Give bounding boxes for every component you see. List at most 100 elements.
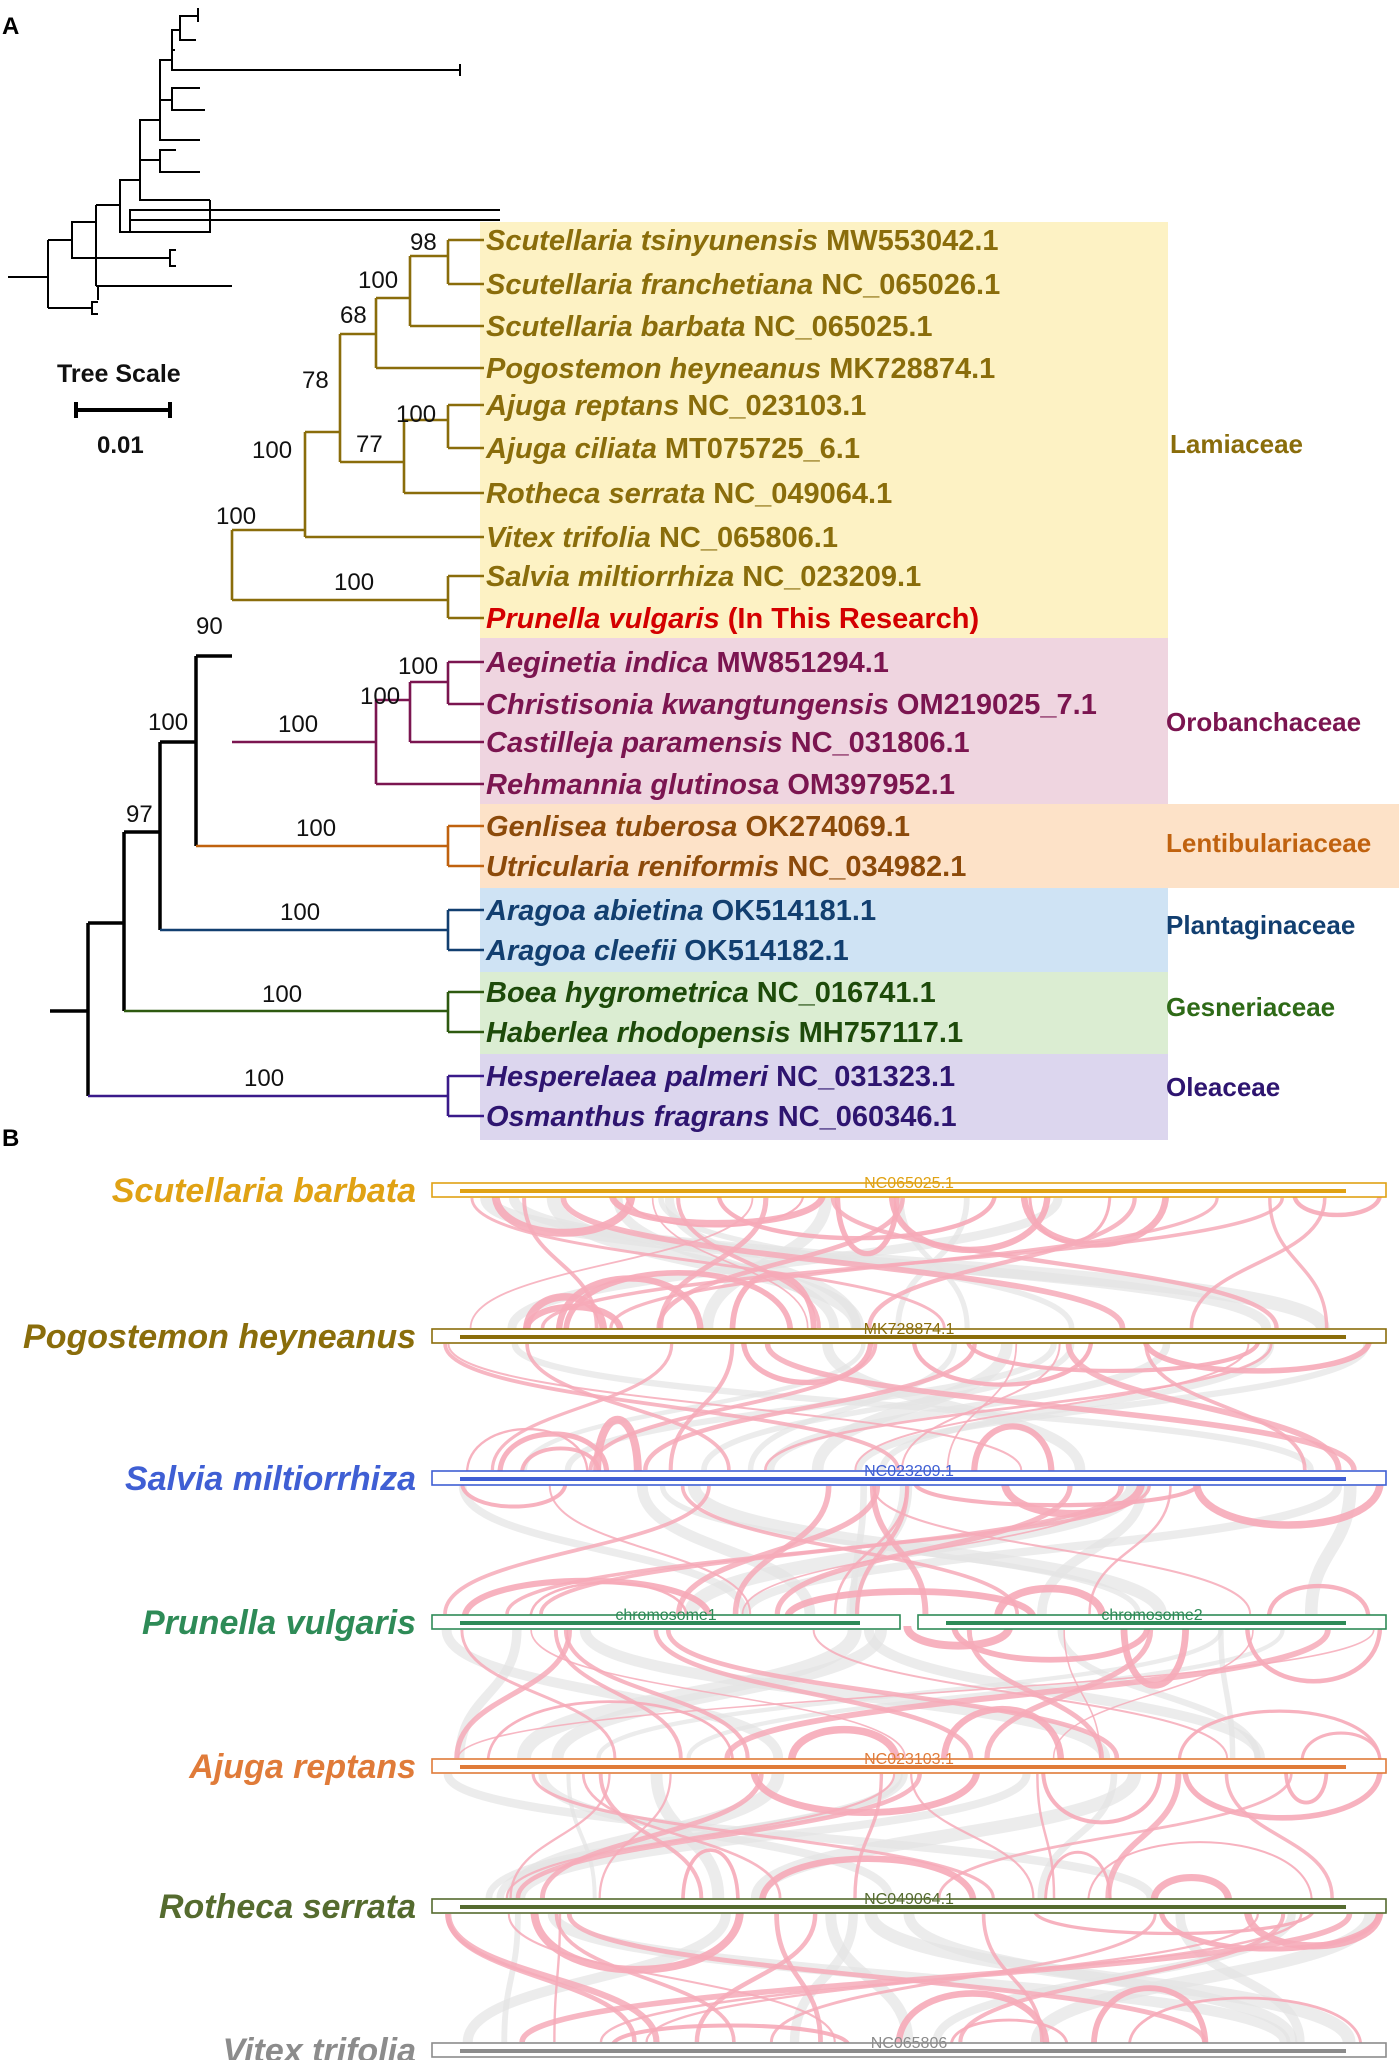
synteny-loop (1177, 1709, 1382, 1763)
bootstrap-value: 100 (262, 981, 302, 1008)
tree-scale: Tree Scale 0.01 (57, 360, 181, 459)
synteny-loop (1127, 1996, 1363, 2047)
chromosome-label: NC023103.1 (864, 1751, 954, 1768)
synteny-loop (529, 1581, 689, 1619)
tip-label: Scutellaria barbata NC_065025.1 (486, 311, 933, 343)
background-link (1304, 1485, 1357, 1615)
synteny-loop (522, 1293, 608, 1333)
tip-accession: NC_065026.1 (813, 269, 1000, 301)
synteny-link (694, 1913, 818, 2043)
synteny-link (763, 1343, 1273, 1471)
tip-species: Castilleja paramensis (486, 727, 783, 759)
tip-accession: (In This Research) (720, 603, 979, 635)
background-link (811, 1343, 1013, 1471)
tip-accession: NC_065025.1 (746, 311, 933, 343)
tip-label: Christisonia kwangtungensis OM219025_7.1 (486, 689, 1097, 721)
tip-label: Pogostemon heyneanus MK728874.1 (486, 353, 995, 385)
synteny-link (656, 1197, 905, 1329)
bootstrap-value: 100 (358, 267, 398, 294)
bootstrap-values: 98 100 68 78 100 77 100 100 100 100 100 … (126, 229, 438, 1092)
synteny-loop (750, 1769, 981, 1816)
synteny-loop (563, 1270, 794, 1333)
synteny-link (1036, 1773, 1056, 1899)
tip-label: Aeginetia indica MW851294.1 (485, 647, 889, 679)
synteny-loop (1245, 1625, 1383, 1684)
background-link (1037, 1773, 1118, 1899)
bootstrap-value: 100 (278, 711, 318, 738)
synteny-link (676, 1485, 881, 1615)
scaled-tree-thumbnail (8, 8, 500, 315)
bootstrap-value: 100 (148, 709, 188, 736)
bootstrap-value: 100 (280, 899, 320, 926)
tip-label: Utricularia reniformis NC_034982.1 (486, 851, 966, 883)
tip-label: Ajuga reptans NC_023103.1 (485, 390, 866, 422)
synteny-link (443, 1343, 900, 1471)
tip-species: Scutellaria tsinyunensis (486, 225, 818, 257)
synteny-link (447, 1343, 1023, 1471)
family-label-lamiaceae: Lamiaceae (1170, 429, 1303, 459)
synteny-links (443, 1193, 1384, 2047)
synteny-loop (1028, 1193, 1112, 1243)
family-box-oleaceae (480, 1054, 1168, 1140)
tip-accession: MW553042.1 (818, 225, 999, 257)
tip-species: Hesperelaea palmeri (486, 1061, 769, 1093)
background-link (462, 1913, 731, 2043)
tip-label: Scutellaria tsinyunensis MW553042.1 (486, 225, 999, 257)
family-box-gesneriaceae (480, 972, 1168, 1054)
background-link (855, 1343, 1370, 1471)
family-label-oleaceae: Oleaceae (1166, 1072, 1280, 1102)
synteny-link (1224, 1773, 1334, 1899)
synteny-loop (758, 1855, 977, 1903)
tip-accession: NC_023103.1 (679, 390, 866, 422)
tip-labels: Scutellaria tsinyunensis MW553042.1Scute… (485, 225, 1097, 1133)
synteny-link (470, 1197, 946, 1329)
synteny-genome-label: Rotheca serrata (159, 1888, 416, 1926)
synteny-link (530, 1629, 906, 1759)
synteny-loop (1041, 1769, 1163, 1825)
bootstrap-value: 100 (398, 653, 438, 680)
synteny-link (443, 1485, 711, 1615)
synteny-loop (787, 1725, 901, 1763)
tip-species: Christisonia kwangtungensis (486, 689, 889, 721)
synteny-loop (951, 1625, 1151, 1663)
synteny-loop (1182, 1769, 1383, 1821)
synteny-link (774, 1913, 823, 2043)
tip-label: Aragoa abietina OK514181.1 (485, 895, 876, 927)
synteny-loop (1087, 1841, 1313, 1903)
family-backgrounds (480, 222, 1399, 1140)
synteny-genome-label: Vitex trifolia (223, 2032, 416, 2060)
background-link (789, 1913, 858, 2043)
tip-label: Vitex trifolia NC_065806.1 (486, 522, 838, 554)
bootstrap-value: 98 (410, 229, 437, 256)
synteny-link (1065, 1343, 1342, 1471)
synteny-loop (1120, 1625, 1190, 1689)
background-link (1057, 1629, 1261, 1759)
chromosome-label: NC065025.1 (864, 1175, 954, 1192)
family-box-lentibulariaceae (480, 804, 1399, 888)
synteny-link (984, 1629, 1154, 1759)
synteny-loop (497, 1431, 610, 1475)
tip-species: Ajuga reptans (485, 390, 679, 422)
background-link (650, 1773, 725, 1899)
tip-species: Genlisea tuberosa (486, 811, 737, 843)
synteny-link (460, 1629, 617, 1759)
chromosome-label: chromosome1 (615, 1607, 716, 1624)
tip-label: Genlisea tuberosa OK274069.1 (486, 811, 910, 843)
tip-accession: MT075725_6.1 (657, 433, 860, 465)
background-link (613, 1197, 839, 1329)
synteny-loop (610, 2023, 851, 2047)
synteny-link (445, 1913, 660, 2043)
tip-species: Rotheca serrata (486, 478, 705, 510)
synteny-loop (729, 1271, 817, 1333)
background-link (864, 1912, 1356, 2044)
tip-accession: OK274069.1 (737, 811, 910, 843)
synteny-loop (555, 1275, 704, 1333)
synteny-loop (608, 1193, 827, 1227)
bootstrap-value: 100 (296, 815, 336, 842)
synteny-link (560, 1197, 1126, 1329)
tip-species: Prunella vulgaris (486, 603, 720, 635)
tip-species: Pogostemon heyneanus (486, 353, 821, 385)
background-link (1218, 1629, 1236, 1759)
chromosome-label: NC049064.1 (864, 1891, 954, 1908)
